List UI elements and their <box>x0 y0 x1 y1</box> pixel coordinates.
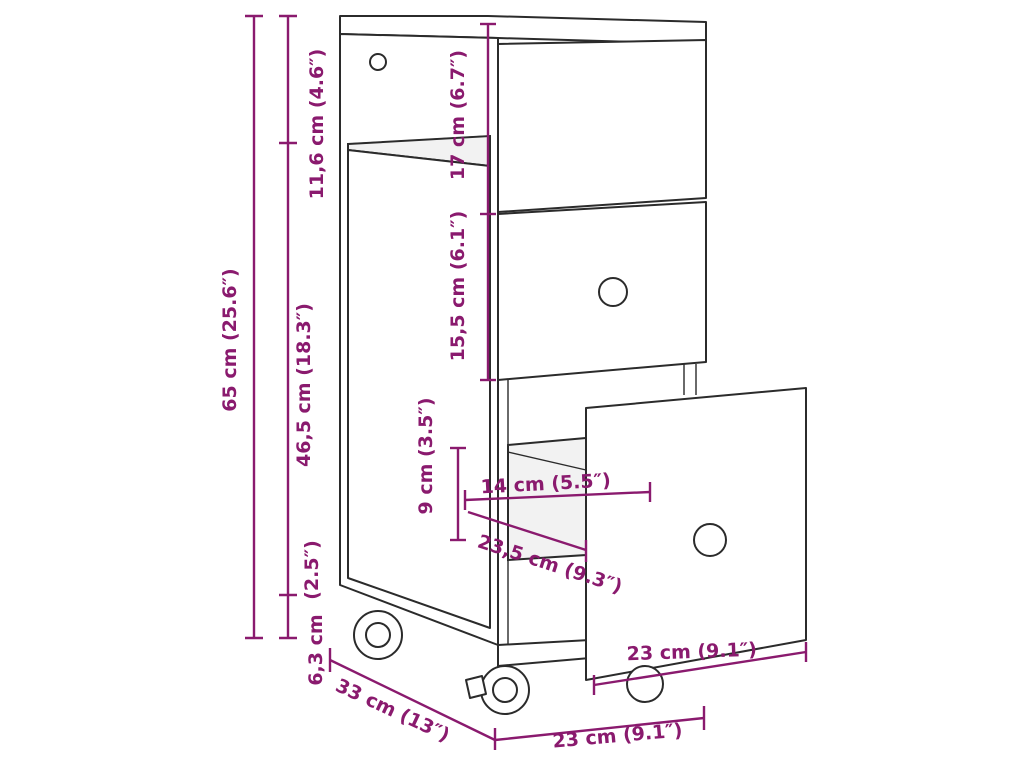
width-label: 23 cm (9.1″) <box>552 719 684 752</box>
total-height-label: 65 cm (25.6″) <box>219 268 241 411</box>
wheel-brake-icon <box>465 675 487 699</box>
wheel-icon <box>492 677 518 703</box>
dim-depth-line <box>329 658 496 742</box>
dimension-lines <box>245 14 808 750</box>
middle-section-height-label: 46,5 cm (18.3″) <box>293 303 315 467</box>
middle-drawer-height-label: 15,5 cm (6.1″) <box>447 211 469 362</box>
dim-front-width-line <box>593 650 807 687</box>
dim-inner-length-line <box>467 510 587 552</box>
open-drawer-depth-label: 9 cm (3.5″) <box>415 397 437 514</box>
dim-width-line <box>494 716 705 742</box>
bottom-gap-cm-label: 6,3 cm <box>305 614 327 685</box>
upper-section-height-label: 11,6 cm (4.6″) <box>306 49 328 200</box>
open-drawer-front-width-label: 23 cm (9.1″) <box>626 639 757 666</box>
cabinet-base <box>497 639 591 667</box>
wheel-icon <box>626 665 664 703</box>
bottom-gap-inch-label: (2.5″) <box>301 540 323 600</box>
top-drawer-front <box>497 39 707 213</box>
wheel-icon <box>365 622 391 648</box>
open-drawer-knob-icon <box>693 523 727 557</box>
dim-inner-width-line <box>464 490 651 502</box>
side-handle-hole-icon <box>369 53 387 71</box>
cabinet-left-door <box>347 149 491 629</box>
middle-drawer-knob-icon <box>598 277 628 307</box>
open-drawer-inside <box>507 436 587 562</box>
top-drawer-height-label: 17 cm (6.7″) <box>447 50 469 180</box>
cabinet-drawing <box>339 15 807 715</box>
